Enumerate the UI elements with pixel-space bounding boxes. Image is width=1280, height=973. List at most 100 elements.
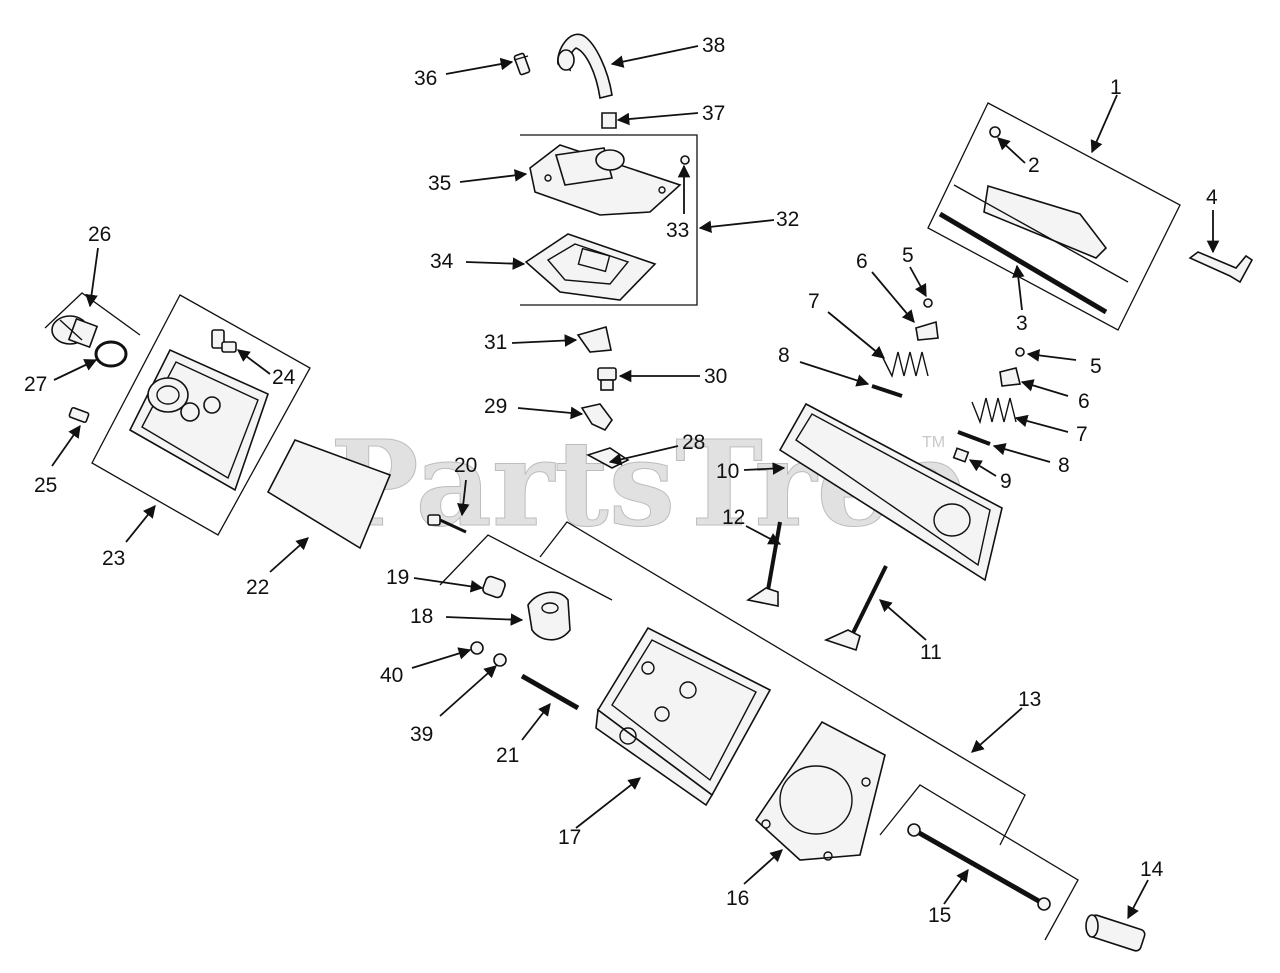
callout-4: 4 [1206,186,1218,209]
leader-17 [575,777,641,829]
watermark-trademark: TM [922,434,945,451]
leader-7b [1014,414,1069,433]
grommet-part [601,112,617,129]
washer-part [493,653,507,667]
callout-27: 27 [24,373,47,396]
callout-40: 40 [380,664,403,687]
callout-36: 36 [414,67,437,90]
leader-36 [445,57,514,75]
callout-13: 13 [1018,688,1041,711]
breather-reed-part [576,325,612,353]
valve-spring-part-a [881,351,929,379]
callout-17: 17 [558,826,581,849]
leader-6b [1020,379,1069,397]
valve-cover-frame [91,294,311,536]
callout-7b: 7 [1076,423,1088,446]
leader-14 [1127,879,1149,920]
callout-8b: 8 [1058,454,1070,477]
callout-11: 11 [920,641,942,664]
callout-35: 35 [428,172,451,195]
intake-valve-part [823,565,888,652]
callout-10: 10 [716,460,739,483]
leader-15 [943,868,969,905]
push-rod-part [907,823,1051,911]
callout-31: 31 [484,331,507,354]
callout-5b: 5 [1090,355,1102,378]
breather-tube-part [557,33,613,99]
callout-24: 24 [272,366,296,389]
callout-9: 9 [1000,470,1012,493]
valve-cover-kit-frame [927,102,1181,331]
leader-2 [997,137,1026,164]
valve-cover-part [128,348,269,492]
o-ring-part [94,340,128,368]
callout-5a: 5 [902,244,914,267]
leader-6a [871,271,915,323]
bolt-part [68,406,90,424]
breather-assembly-frame [520,134,698,306]
leader-22 [269,537,309,573]
oil-filler-cap-frame [44,292,141,336]
leader-21 [521,703,551,741]
leader-23 [125,505,156,543]
fitting-part [597,367,617,391]
leader-18 [445,613,524,626]
rocker-bolt-part [427,514,467,534]
valve-seal-part-b [957,430,991,446]
leader-5b [1026,349,1077,362]
callout-26: 26 [88,223,111,246]
leader-38 [610,45,699,68]
leader-20 [457,479,470,517]
leader-39 [439,665,497,717]
leader-37 [616,112,699,126]
valve-seal-part-a [871,384,903,398]
rocker-housing-part [778,402,1003,582]
callout-6a: 6 [856,250,868,273]
callout-33: 33 [666,219,689,242]
callout-14: 14 [1140,858,1164,881]
callout-20: 20 [454,454,477,477]
cover-gasket-strip-part [938,211,1108,315]
cover-bracket-part [1188,251,1254,284]
spring-retainer-part-a [915,320,939,341]
leader-7a [827,311,885,359]
callout-37: 37 [702,102,725,125]
leader-8a [799,361,870,387]
nut-part [470,641,484,655]
leader-29 [517,406,584,420]
bracket-part [580,403,613,432]
callout-23: 23 [102,547,125,570]
callout-2: 2 [1028,154,1040,177]
leader-16 [743,849,783,885]
callout-25: 25 [34,474,57,497]
leader-1 [1090,94,1118,154]
callout-1: 1 [1110,76,1122,99]
valve-keeper-part-b [1015,347,1025,357]
callout-29: 29 [484,395,507,418]
oil-filler-cap-part [51,315,99,349]
callout-8a: 8 [778,344,790,367]
callout-15: 15 [928,904,951,927]
leader-8b [992,443,1051,463]
callout-16: 16 [726,887,749,910]
leader-26 [85,247,99,308]
breather-cover-part [529,144,682,216]
valve-spring-part-b [971,397,1017,425]
callout-21: 21 [496,744,519,767]
stud-part [520,673,580,711]
cylinder-head-part [595,626,772,807]
callout-30: 30 [704,365,727,388]
callout-6b: 6 [1078,390,1090,413]
callout-34: 34 [430,250,454,273]
push-rod-frame [879,784,1079,941]
leader-24 [236,349,271,375]
leader-27 [53,359,98,381]
callout-3: 3 [1016,312,1028,335]
rocker-arm-part [527,591,571,641]
valve-keeper-part-a [923,298,933,308]
callout-38: 38 [702,34,725,57]
callout-19: 19 [386,566,409,589]
tappet-part [1085,914,1146,952]
leader-28 [608,445,679,466]
